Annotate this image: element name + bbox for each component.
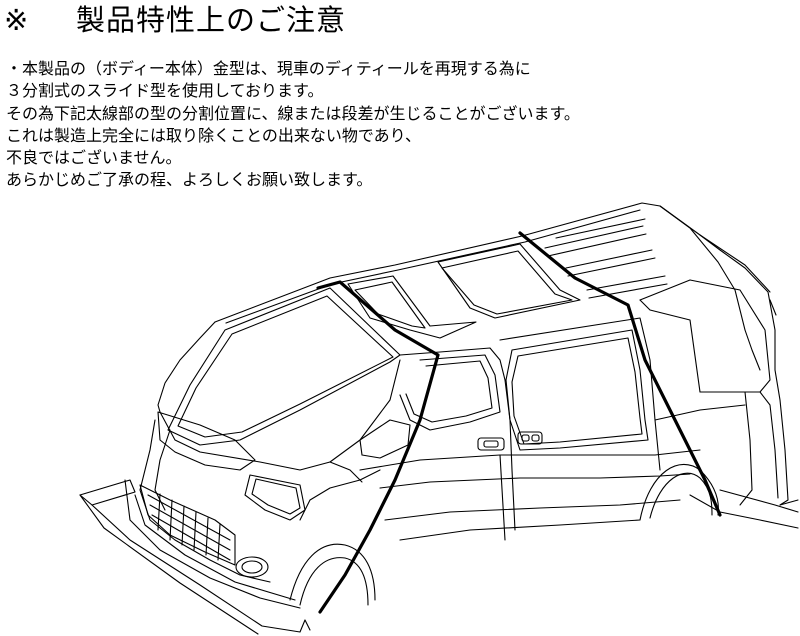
notice-text: ・本製品の（ボディー本体）金型は、現車のディティールを再現する為に ３分割式のス…	[6, 58, 580, 192]
van-side	[359, 299, 746, 541]
base-plate	[79, 479, 799, 635]
mold-split-lines	[316, 231, 722, 614]
notice-line: これは製造上完全には取り除くことの出来ない物であり、	[6, 125, 422, 145]
van-rear	[639, 205, 789, 506]
notice-line: 不良ではございません。	[6, 148, 182, 168]
notice-line: ・本製品の（ボディー本体）金型は、現車のディティールを再現する為に	[6, 59, 531, 78]
rear-split-line	[518, 231, 722, 517]
notice-line: あらかじめご了承の程、よろしくお願い致します。	[6, 170, 373, 190]
reference-mark: ※	[4, 3, 30, 37]
page-title: ※ 製品特性上のご注意	[4, 2, 346, 38]
notice-line: その為下記太線部の型の分割位置に、線または段差が生じることがございます。	[6, 103, 580, 123]
title-text: 製品特性上のご注意	[76, 3, 347, 37]
notice-line: ３分割式のスライド型を使用しております。	[6, 81, 324, 101]
front-split-line	[316, 280, 440, 614]
van-front	[124, 359, 411, 609]
van-roof	[157, 202, 771, 446]
